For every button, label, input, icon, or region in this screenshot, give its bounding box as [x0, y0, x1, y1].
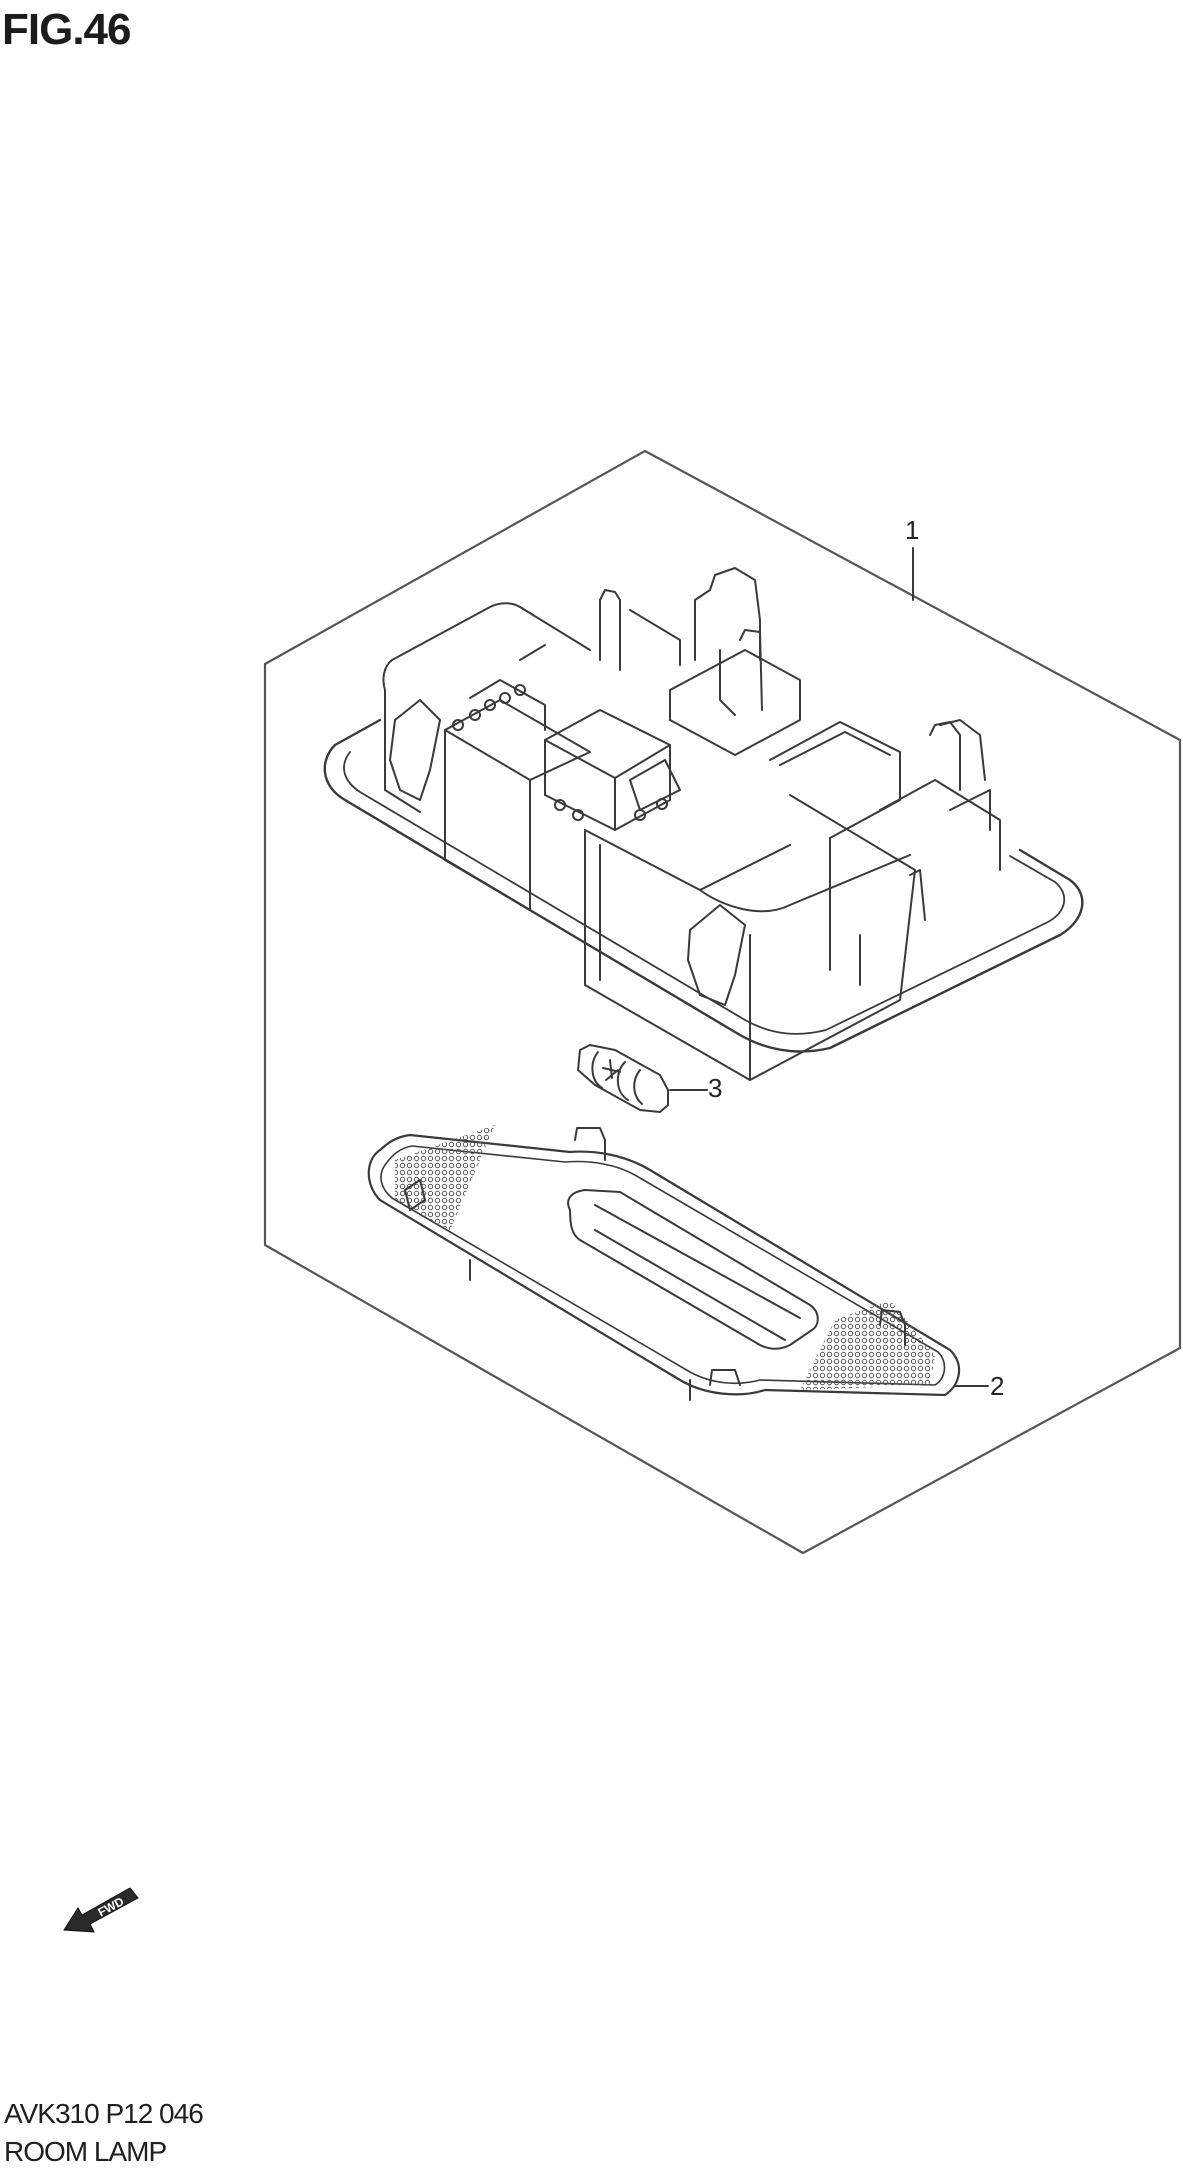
figure-code: AVK310 P12 046 [4, 2098, 204, 2129]
lens-cover-part-2 [367, 1125, 961, 1401]
callout-label-1: 1 [905, 515, 920, 545]
figure-title: FIG.46 [2, 5, 131, 54]
assembly-boundary-hexagon [263, 449, 1182, 1555]
bulb-part-3 [577, 1044, 669, 1113]
figure-caption: AVK310 P12 046 ROOM LAMP [4, 2095, 204, 2171]
callout-label-3: 3 [708, 1073, 723, 1103]
callout-label-2: 2 [990, 1371, 1005, 1401]
forward-arrow-icon: FWD [63, 1887, 139, 1933]
housing-part-1 [323, 567, 1084, 1081]
forward-direction-indicator: FWD [60, 1880, 140, 1940]
figure-name: ROOM LAMP [4, 2136, 167, 2167]
